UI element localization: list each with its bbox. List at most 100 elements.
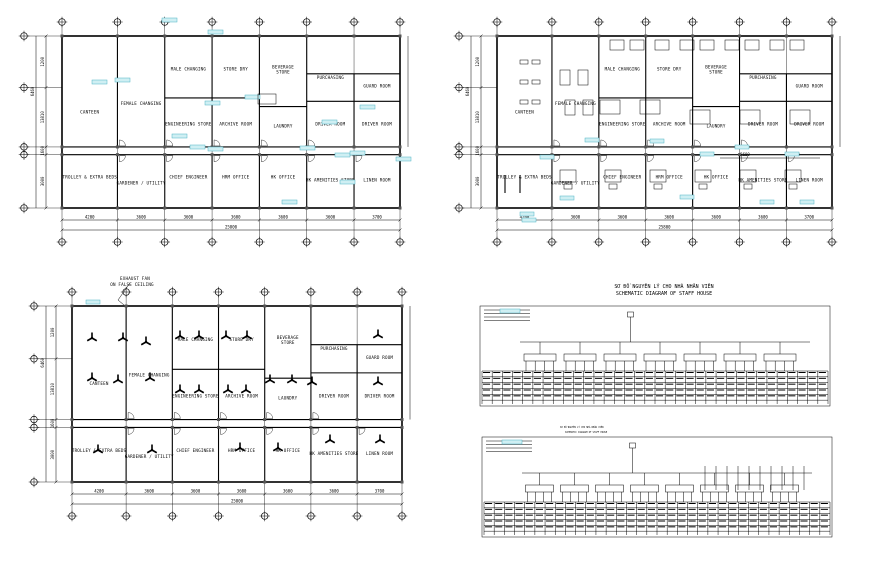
- fan-blade: [193, 335, 200, 340]
- table-cell-text: [523, 383, 531, 385]
- office-desk: [739, 169, 757, 183]
- structural-column: [115, 153, 119, 157]
- dimension-tick: [495, 218, 499, 222]
- fan-blade: [198, 389, 205, 394]
- structural-column: [830, 153, 834, 157]
- table-cell-text: [688, 508, 696, 510]
- table-cell-text: [706, 395, 715, 397]
- table-cell-text: [818, 395, 826, 397]
- table-cell-text: [698, 508, 706, 510]
- table-cell-text: [503, 389, 511, 391]
- table-cell-text: [503, 377, 511, 379]
- table-cell-text: [546, 514, 554, 516]
- table-cell-text: [717, 395, 725, 397]
- structural-column: [210, 34, 214, 38]
- table-cell-text: [788, 389, 796, 391]
- table-cell-text: [635, 377, 643, 379]
- table-cell-text: [719, 514, 727, 516]
- structural-column: [495, 153, 499, 157]
- distribution-board: [735, 484, 764, 493]
- table-cell-text: [617, 514, 625, 516]
- table-cell-text: [820, 503, 828, 504]
- table-cell-text: [584, 395, 592, 397]
- ceiling-fan-icon: [117, 332, 129, 342]
- table-cell-text: [615, 383, 623, 385]
- table-cell-text: [698, 503, 706, 504]
- ceiling-fan-icon: [241, 330, 253, 340]
- dimension-tick: [163, 218, 167, 222]
- table-cell-text: [810, 514, 818, 516]
- table-cell-text: [769, 526, 778, 528]
- table-cell-text: [617, 520, 625, 522]
- dimension-text: 3600: [329, 489, 339, 494]
- table: [531, 59, 541, 65]
- annotation-tag: [699, 151, 715, 157]
- dimension-text: 3700: [372, 215, 382, 220]
- table-cell-text: [544, 372, 552, 373]
- structural-column: [163, 145, 167, 149]
- leader-line: [117, 282, 131, 306]
- annotation-tag: [207, 146, 224, 152]
- table-cell-text: [627, 526, 635, 528]
- table-cell-text: [533, 377, 542, 379]
- table-cell-text: [495, 503, 503, 504]
- ceiling-fan-icon: [306, 376, 318, 386]
- table-cell-text: [686, 395, 694, 397]
- table-cell-text: [546, 520, 554, 522]
- table-cell-text: [696, 395, 704, 397]
- table-cell-text: [688, 526, 696, 528]
- table-cell-text: [666, 377, 674, 379]
- table-cell-text: [533, 395, 542, 397]
- door-swing: [261, 155, 268, 162]
- main-panel: [629, 442, 636, 449]
- structural-column: [263, 304, 267, 308]
- room-label-store-dry: STORE DRY: [657, 66, 682, 71]
- structural-column: [257, 34, 261, 38]
- table-cell-text: [747, 377, 755, 379]
- room-label-hk-amenities: HK AMENITIES STORE: [306, 178, 355, 183]
- table-cell-text: [737, 372, 745, 373]
- table-cell-text: [706, 389, 715, 391]
- table-cell-text: [767, 395, 776, 397]
- table-cell-text: [485, 503, 493, 504]
- office-chair: [788, 183, 798, 190]
- table-cell-text: [617, 508, 625, 510]
- fan-blade: [377, 381, 384, 386]
- table-cell-text: [747, 389, 755, 391]
- structural-column: [257, 153, 261, 157]
- dimension-text: 1600: [50, 418, 55, 428]
- dimension-text: 3000: [50, 449, 55, 459]
- table-cell-text: [605, 372, 613, 373]
- table-cell-text: [485, 508, 493, 510]
- ceiling-fan-icon: [372, 329, 384, 339]
- room-label-linen-room: LINEN ROOM: [366, 451, 393, 456]
- fan-blade: [220, 335, 227, 340]
- table-cell-text: [778, 389, 786, 391]
- fan-blade: [122, 337, 129, 342]
- fan-blade: [145, 341, 152, 346]
- table-cell-text: [727, 383, 735, 385]
- table-cell-text: [607, 508, 615, 510]
- room-label-chief-engineer: CHIEF ENGINEER: [169, 175, 207, 180]
- table-cell-text: [820, 514, 828, 516]
- table-cell-text: [757, 389, 765, 391]
- structural-column: [738, 206, 742, 210]
- table-cell-text: [686, 377, 694, 379]
- structural-column: [597, 34, 601, 38]
- dimension-tick: [44, 153, 48, 157]
- table-cell-text: [625, 389, 633, 391]
- table-cell-text: [635, 395, 643, 397]
- office-chair: [608, 183, 618, 190]
- table-cell-text: [729, 514, 737, 516]
- table-cell-text: [576, 526, 584, 528]
- room-label-archive-room: ARCHIVE ROOM: [653, 121, 686, 126]
- fan-blade: [234, 447, 241, 452]
- room-label-driver-room: DRIVER ROOM: [365, 394, 395, 399]
- ceiling-fan-icon: [140, 336, 152, 346]
- door-swing: [266, 428, 273, 435]
- fan-blade: [151, 449, 158, 454]
- structural-column: [60, 34, 64, 38]
- room-label-gardener: GARDENER / UTILITY: [117, 181, 166, 186]
- table-cell-text: [635, 372, 643, 373]
- exhaust-fan-note: EXHAUST FAN: [120, 276, 150, 281]
